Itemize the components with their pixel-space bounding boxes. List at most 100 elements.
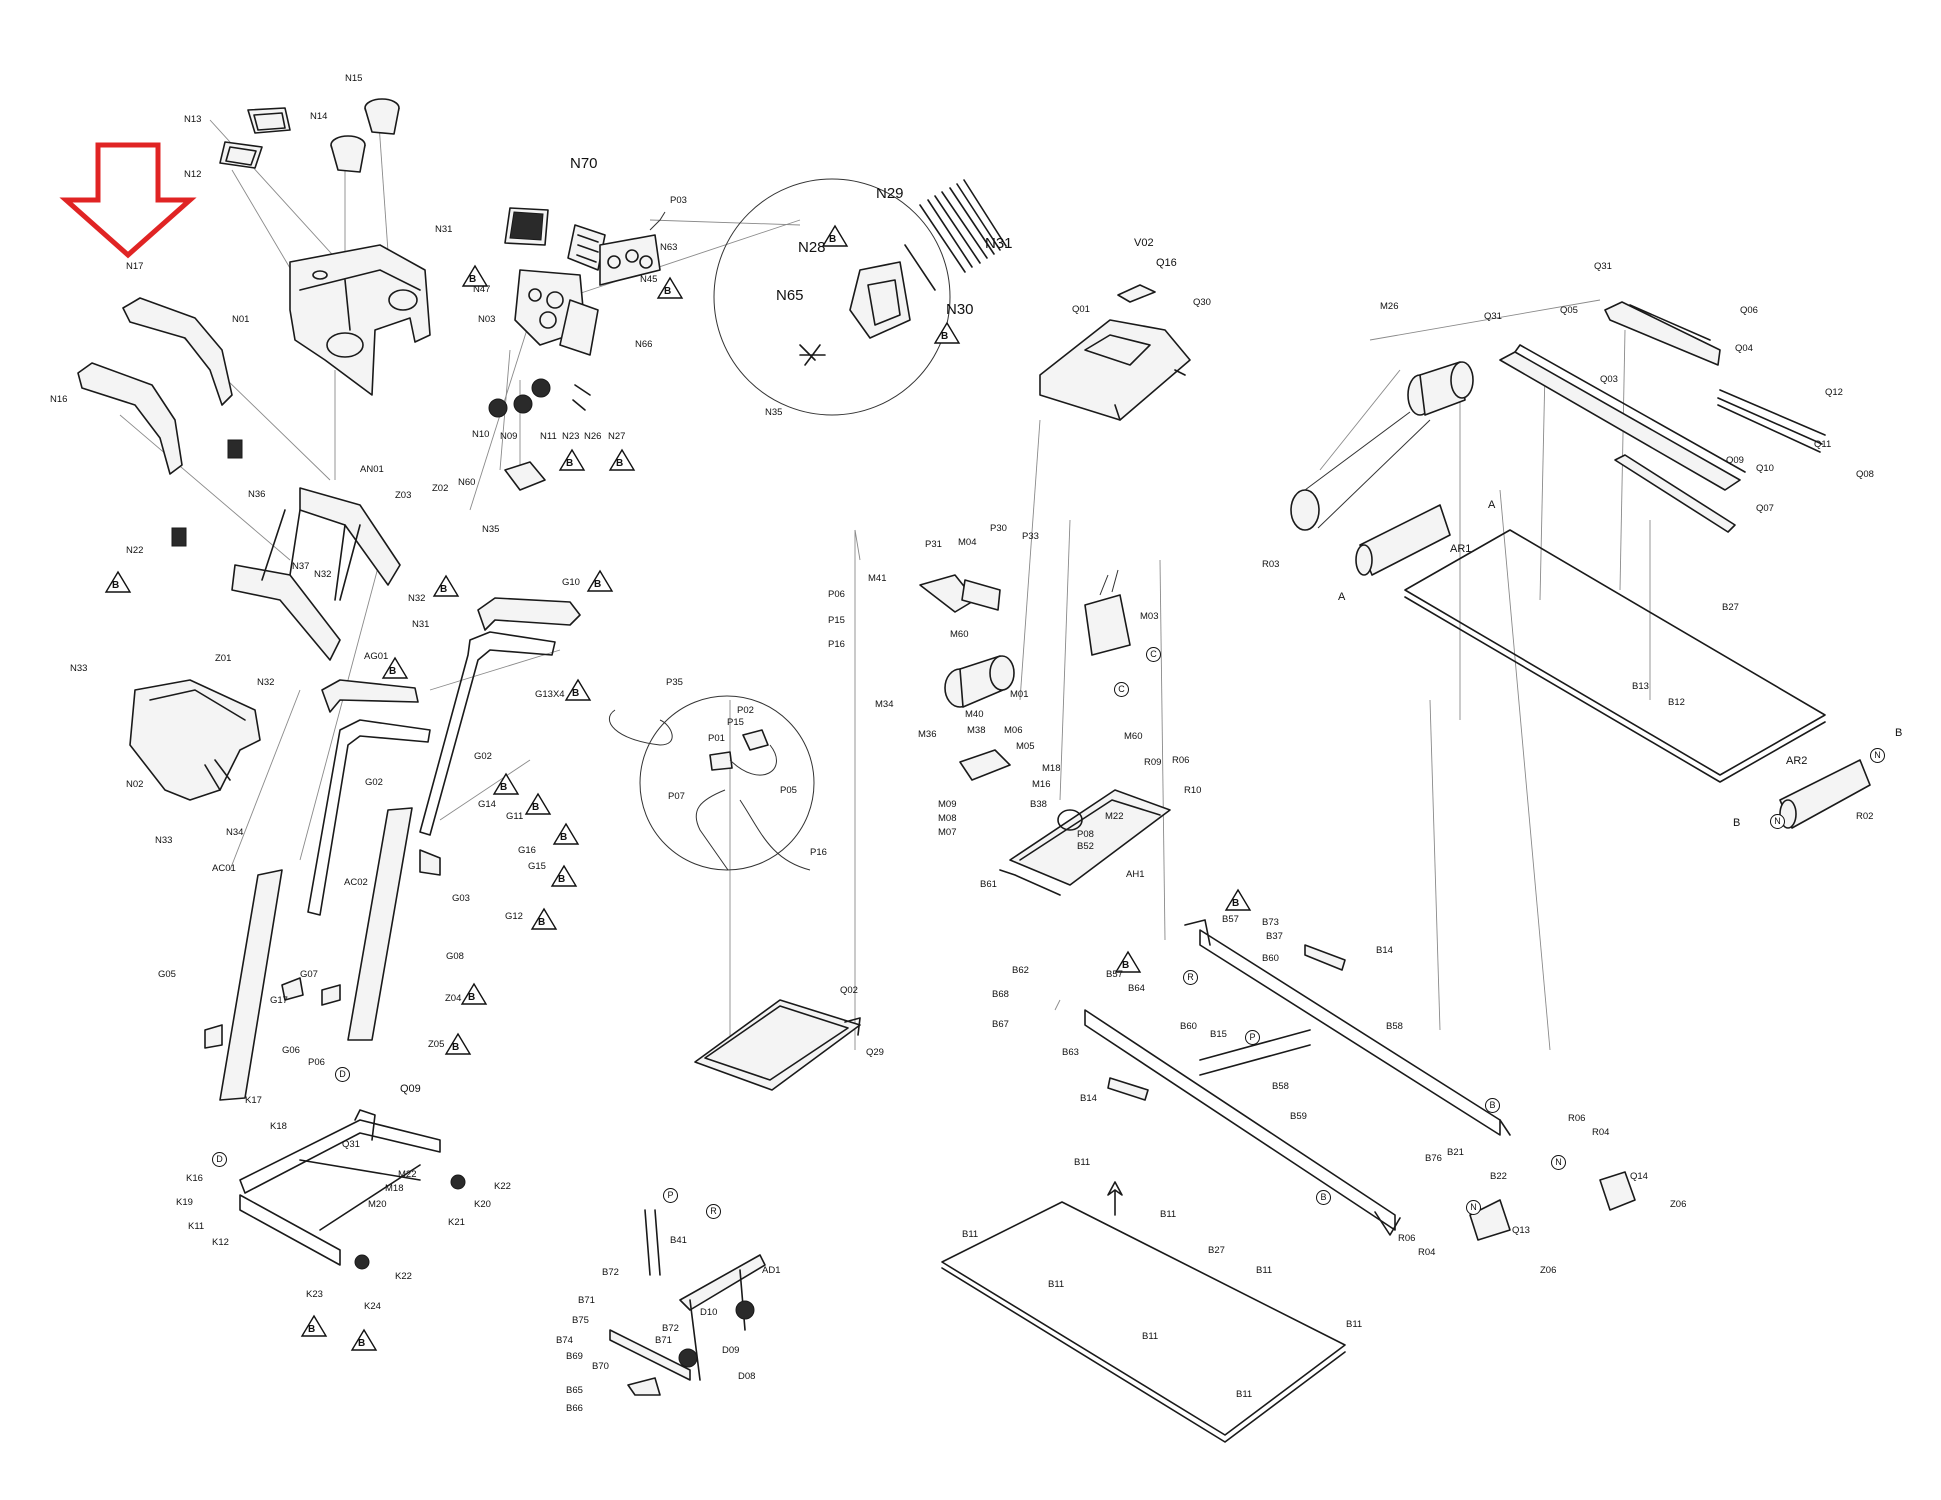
part-label: P35 bbox=[666, 677, 683, 688]
part-label: Z04 bbox=[445, 993, 462, 1004]
part-label: M36 bbox=[918, 729, 937, 740]
part-label: R06 bbox=[1398, 1233, 1416, 1244]
callout-circle-R: R bbox=[1183, 970, 1198, 985]
part-label: Q05 bbox=[1560, 305, 1578, 316]
zoom-N29-N31 bbox=[799, 179, 1007, 366]
part-label: B58 bbox=[1386, 1021, 1403, 1032]
part-label: G02 bbox=[474, 751, 492, 762]
part-label: Z03 bbox=[395, 490, 412, 501]
part-label: R04 bbox=[1418, 1247, 1436, 1258]
badge-letter: B bbox=[572, 688, 580, 699]
part-label: B73 bbox=[1262, 917, 1279, 928]
part-label: R09 bbox=[1144, 757, 1162, 768]
motor-base-AH1 bbox=[999, 789, 1171, 896]
part-label: P07 bbox=[668, 791, 685, 802]
part-label: B60 bbox=[1180, 1021, 1197, 1032]
badge-letter: B bbox=[469, 274, 477, 285]
badge-letter: B bbox=[829, 234, 837, 245]
part-label: Q07 bbox=[1756, 503, 1774, 514]
detail-zoom-circle-top bbox=[713, 178, 951, 416]
part-label-highlighted: N17 bbox=[126, 261, 144, 272]
part-label: AD1 bbox=[762, 1265, 781, 1276]
part-label: N35 bbox=[765, 407, 783, 418]
part-label: Q02 bbox=[840, 985, 858, 996]
tray-Q02 bbox=[694, 999, 861, 1091]
part-label: B69 bbox=[566, 1351, 583, 1362]
part-label: Q04 bbox=[1735, 343, 1753, 354]
detail-zoom-circle-wiring bbox=[639, 695, 815, 871]
part-label: B66 bbox=[566, 1403, 583, 1414]
base-frame-K bbox=[239, 1109, 466, 1270]
part-label: B64 bbox=[1128, 983, 1145, 994]
drive-motor-assembly bbox=[919, 569, 1131, 781]
part-label: Z06 bbox=[1670, 1199, 1687, 1210]
part-label: N14 bbox=[310, 111, 328, 122]
part-label: M09 bbox=[938, 799, 957, 810]
callout-circle-C: C bbox=[1114, 682, 1129, 697]
part-label: R03 bbox=[1262, 559, 1280, 570]
part-label: N35 bbox=[482, 524, 500, 535]
part-label: Q11 bbox=[1814, 439, 1832, 450]
part-label: B71 bbox=[655, 1335, 672, 1346]
part-label: B15 bbox=[1210, 1029, 1227, 1040]
part-label: Q08 bbox=[1856, 469, 1874, 480]
part-label: N12 bbox=[184, 169, 202, 180]
part-label: N36 bbox=[248, 489, 266, 500]
badge-letter: B bbox=[566, 458, 574, 469]
part-label: B57 bbox=[1222, 914, 1239, 925]
part-label: M22 bbox=[398, 1169, 417, 1180]
badge-letter: B bbox=[558, 874, 566, 885]
part-label: A bbox=[1338, 591, 1346, 603]
part-label: P30 bbox=[990, 523, 1007, 534]
part-label: N29 bbox=[876, 185, 904, 202]
part-label: M34 bbox=[875, 699, 894, 710]
part-label: N65 bbox=[776, 287, 804, 304]
part-label: N31 bbox=[985, 235, 1013, 252]
bottom-deck-B27 bbox=[941, 1181, 1346, 1443]
console-housing-N01 bbox=[289, 244, 431, 396]
part-label: N32 bbox=[257, 677, 275, 688]
part-label: K21 bbox=[448, 1217, 465, 1228]
part-label: K20 bbox=[474, 1199, 491, 1210]
part-label: AR1 bbox=[1450, 543, 1472, 555]
part-label: R06 bbox=[1568, 1113, 1586, 1124]
part-label: R06 bbox=[1172, 755, 1190, 766]
part-label: N10 bbox=[472, 429, 490, 440]
part-label: M01 bbox=[1010, 689, 1029, 700]
part-label: Q03 bbox=[1600, 374, 1618, 385]
badge-letter: B bbox=[560, 832, 568, 843]
part-label: N01 bbox=[232, 314, 250, 325]
part-label: N11 bbox=[540, 431, 557, 442]
part-label: B74 bbox=[556, 1335, 573, 1346]
part-label: G05 bbox=[158, 969, 176, 980]
part-label: B65 bbox=[566, 1385, 583, 1396]
part-label: P31 bbox=[925, 539, 942, 550]
part-label: G16 bbox=[518, 845, 536, 856]
part-label: Z02 bbox=[432, 483, 449, 494]
callout-circle-N: N bbox=[1551, 1155, 1566, 1170]
badge-letter: B bbox=[112, 580, 120, 591]
part-label: B14 bbox=[1376, 945, 1393, 956]
part-label: B71 bbox=[578, 1295, 595, 1306]
part-label: G13X4 bbox=[535, 689, 565, 700]
part-label: N03 bbox=[478, 314, 496, 325]
part-label: K23 bbox=[306, 1289, 323, 1300]
part-label: G07 bbox=[300, 969, 318, 980]
part-label: B27 bbox=[1208, 1245, 1225, 1256]
part-label: V02 bbox=[1134, 237, 1154, 249]
part-label: G11 bbox=[506, 811, 524, 822]
part-label: N13 bbox=[184, 114, 202, 125]
badge-letter: B bbox=[440, 584, 448, 595]
badge-letter: B bbox=[538, 917, 546, 928]
part-label: B12 bbox=[1668, 697, 1685, 708]
badge-letter: B bbox=[308, 1324, 316, 1335]
part-label: B37 bbox=[1266, 931, 1283, 942]
part-label: N22 bbox=[126, 545, 144, 556]
part-label: P16 bbox=[828, 639, 845, 650]
part-label: K24 bbox=[364, 1301, 381, 1312]
part-label: B75 bbox=[572, 1315, 589, 1326]
part-label: M60 bbox=[950, 629, 969, 640]
badge-letter: B bbox=[500, 782, 508, 793]
part-label: N45 bbox=[640, 274, 658, 285]
